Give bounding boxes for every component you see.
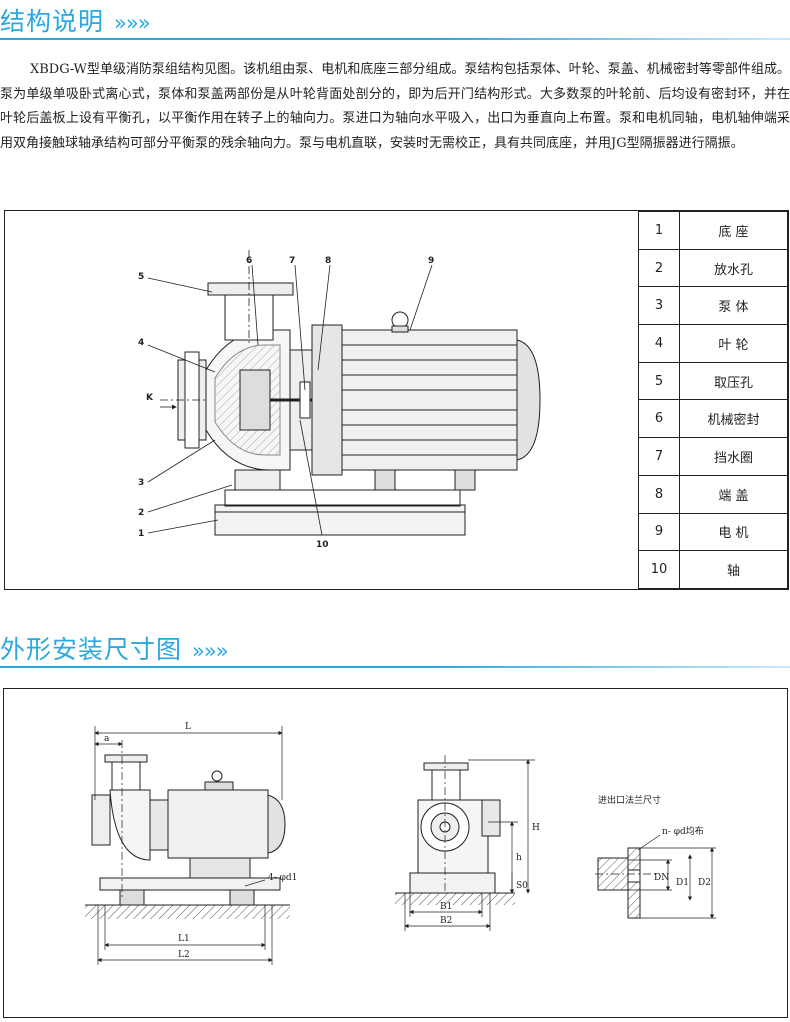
section-title-text: 外形安装尺寸图: [0, 635, 183, 664]
dim-L: L: [185, 722, 191, 732]
callout-4: 4: [138, 338, 144, 348]
part-name: 叶 轮: [679, 324, 788, 363]
flange-detail-drawing: [595, 847, 660, 919]
section-title-text: 结构说明: [0, 7, 105, 36]
dim-a: a: [104, 734, 110, 744]
flange-detail-dimensions: [628, 834, 716, 919]
part-name: 端 盖: [679, 474, 788, 514]
dim-D2: D2: [698, 878, 711, 888]
callout-leaders: [147, 264, 433, 536]
part-number: 8: [638, 474, 680, 514]
side-elevation-drawing: [85, 740, 290, 919]
callout-5: 5: [138, 272, 144, 282]
callout-10: 10: [316, 540, 329, 550]
dim-L1: L1: [178, 934, 190, 944]
callout-7: 7: [289, 256, 295, 266]
title-arrows-icon: »»»: [192, 639, 229, 663]
flange-detail-labels: 进出口法兰尺寸 n- φd均布 DN D1 D2: [598, 794, 711, 888]
structure-description: XBDG-W型单级消防泵组结构见图。该机组由泵、电机和底座三部分组成。泵结构包括…: [0, 58, 790, 156]
part-number: 4: [638, 324, 680, 363]
dim-B1: B1: [440, 902, 452, 912]
front-elevation-labels: H h S0 B1 B2: [440, 823, 540, 926]
pump-section-drawing: [160, 250, 541, 536]
dim-D1: D1: [676, 878, 689, 888]
part-number: 7: [638, 437, 680, 476]
callout-labels: 1 2 3 4 5 6 7 8 9 10 K: [138, 256, 434, 550]
dim-H: H: [532, 823, 540, 833]
flange-detail-title: 进出口法兰尺寸: [598, 794, 661, 806]
dim-B2: B2: [440, 916, 452, 926]
callout-8: 8: [325, 256, 331, 266]
section-divider: [0, 666, 790, 668]
part-name: 泵 体: [679, 286, 788, 326]
part-name: 机械密封: [679, 399, 788, 439]
structure-description-text: XBDG-W型单级消防泵组结构见图。该机组由泵、电机和底座三部分组成。泵结构包括…: [0, 62, 790, 151]
inlet-direction-label: K: [146, 393, 154, 403]
callout-1: 1: [138, 529, 144, 539]
front-elevation-drawing: [395, 755, 515, 905]
callout-6: 6: [246, 256, 252, 266]
dim-holes: n- φd均布: [662, 825, 704, 837]
dim-h: h: [516, 853, 522, 863]
section-title-structure: 结构说明 »»»: [0, 2, 151, 38]
section-title-dimensions: 外形安装尺寸图 »»»: [0, 630, 229, 666]
callout-9: 9: [428, 256, 434, 266]
dim-S0: S0: [516, 881, 528, 891]
side-elevation-dimensions: [94, 726, 283, 965]
side-elevation-labels: L a 4- φd1 L1 L2: [104, 722, 297, 960]
section-divider: [0, 38, 790, 40]
dim-L2: L2: [178, 950, 190, 960]
callout-2: 2: [138, 508, 144, 518]
dim-hole: 4- φd1: [268, 873, 297, 883]
front-elevation-dimensions: [404, 759, 535, 931]
part-name: 挡水圈: [679, 437, 788, 476]
title-arrows-icon: »»»: [114, 11, 151, 35]
dim-DN: DN: [654, 873, 669, 883]
callout-3: 3: [138, 478, 144, 488]
part-name: 轴: [679, 550, 788, 589]
part-number: 10: [638, 550, 680, 589]
